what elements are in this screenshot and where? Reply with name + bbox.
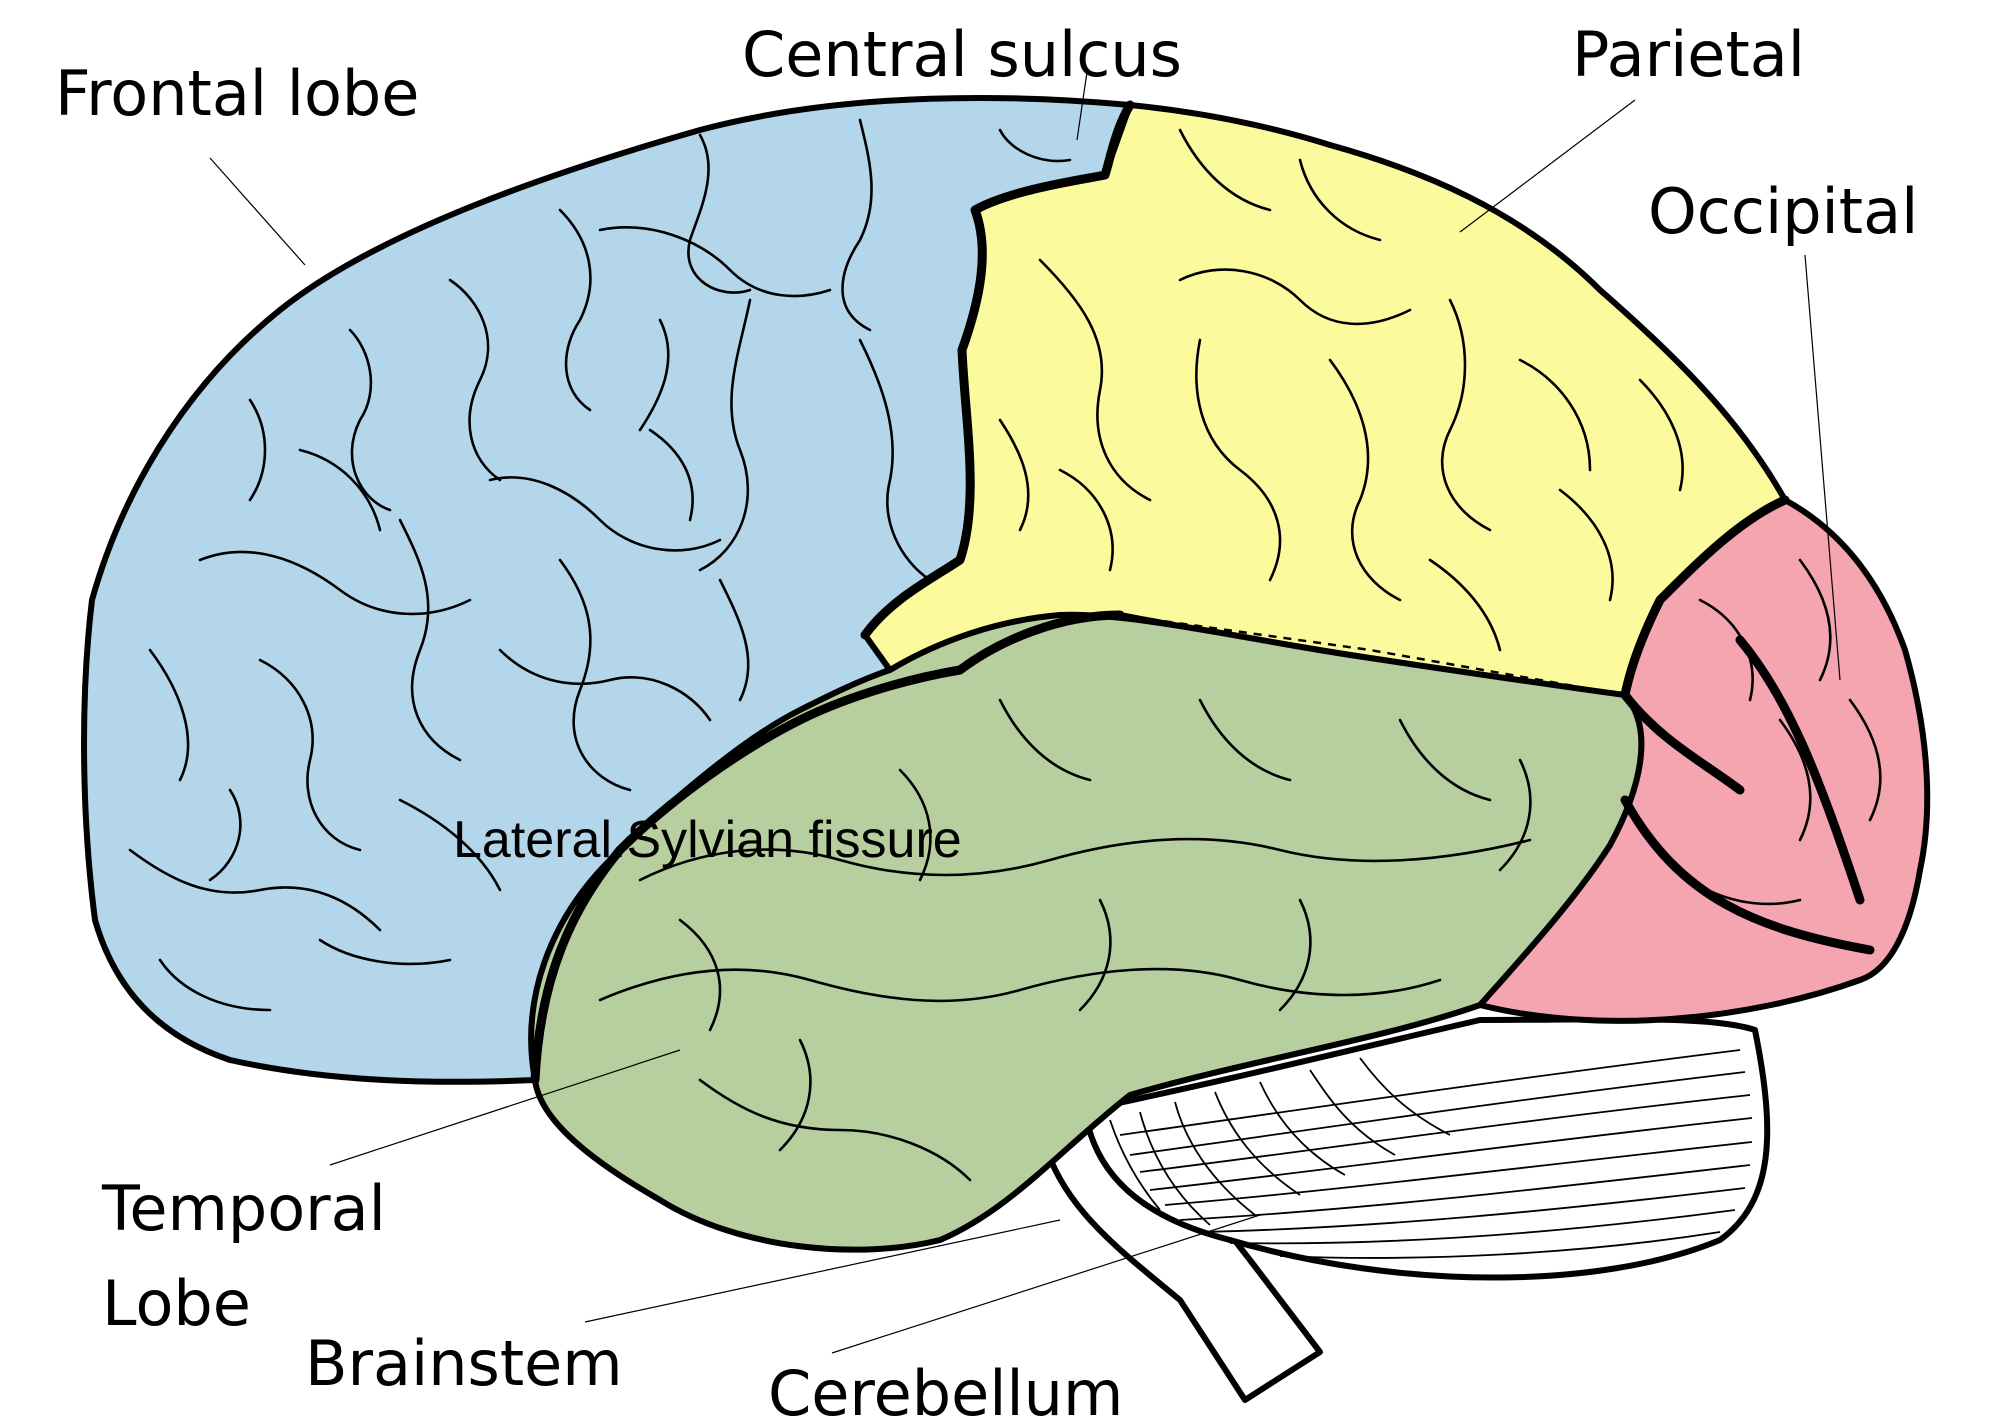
cerebellum-shape [1082,1016,1771,1281]
temporal-leader-line [329,1049,681,1166]
central-sulcus-label: Central sulcus [742,18,1182,91]
temporal-gyri [598,698,1532,1182]
central-sulcus-line [860,100,1135,640]
parietal-temporal-boundary [1119,613,1626,697]
occipital-notch-line [1620,795,1875,955]
temporal-lobe-label-line1: Temporal [101,1172,386,1245]
occipital-groove-line [1735,635,1865,905]
parietal-label: Parietal [1572,18,1805,91]
parietal-leader-line [1459,99,1636,233]
brainstem-leader-line [584,1219,1061,1323]
parieto-occipital-line [1620,495,1790,795]
occipital-gyri [1688,558,1882,906]
occipital-label: Occipital [1648,175,1918,248]
central-sulcus-leader-line [1076,71,1088,141]
lateral-fissure-line [530,610,1125,1085]
brainstem-label: Brainstem [305,1327,623,1400]
cerebellum-leader-line [831,1214,1261,1354]
frontal-leader-line [209,157,306,266]
frontal-lobe-label: Frontal lobe [55,57,419,130]
temporal-lobe-label-line2: Lobe [102,1267,251,1340]
parietal-gyri [998,128,1684,652]
cerebellum-folia [1109,1049,1753,1259]
lateral-fissure-label: Lateral.Sylvian fissure [453,811,962,869]
occipital-leader-line [1804,254,1841,681]
cerebellum-label: Cerebellum [768,1357,1123,1428]
frontal-gyri [128,118,1072,1012]
